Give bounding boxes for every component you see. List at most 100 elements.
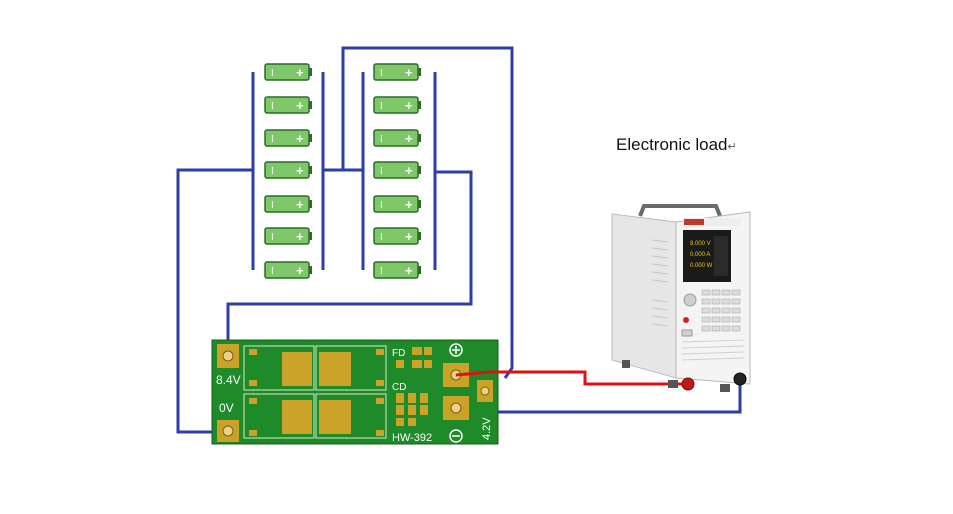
cell-cap (418, 200, 421, 208)
load-reading-v: 8.000 V (690, 241, 711, 247)
load-front-vents (681, 339, 745, 361)
battery-cell-left-5: I+ (264, 195, 312, 213)
electronic-load: 8.000 V 0.000 A 0.000 W (611, 204, 751, 392)
cell-plus-label: + (405, 163, 413, 178)
cell-cap (418, 134, 421, 142)
load-foot-2 (668, 380, 678, 388)
return-mark: ↵ (727, 141, 737, 153)
load-handle (638, 204, 722, 217)
cell-cap (309, 200, 312, 208)
load-power-button (681, 329, 693, 337)
label-4v2: 4.2V (481, 417, 493, 440)
minus-marker-icon (449, 429, 463, 443)
wire-to-0v (176, 168, 253, 434)
load-foot-1 (622, 360, 630, 368)
cell-minus-label: I (271, 68, 274, 79)
wire-to-load-negative (456, 382, 742, 414)
cell-minus-label: I (380, 134, 383, 145)
cell-minus-label: I (271, 200, 274, 211)
load-reading-w: 0.000 W (690, 263, 713, 269)
load-knob (683, 293, 697, 307)
cell-plus-label: + (296, 197, 304, 212)
wire-to-8v4 (226, 170, 473, 355)
board-model: HW-392 (392, 432, 432, 444)
cell-minus-label: I (380, 68, 383, 79)
mosfet-outline-3 (243, 393, 315, 439)
cell-minus-label: I (380, 232, 383, 243)
series-link-wire (323, 46, 514, 379)
cell-cap (309, 134, 312, 142)
battery-cell-right-5: I+ (373, 195, 421, 213)
battery-cell-left-1: I+ (264, 63, 312, 81)
load-terminal-negative (733, 372, 747, 386)
wire-to-load-positive (455, 370, 686, 386)
cell-plus-label: + (296, 263, 304, 278)
cell-cap (418, 266, 421, 274)
battery-cell-left-2: I+ (264, 96, 312, 114)
battery-cells: I+I+I+I+I+I+I+I+I+I+I+I+I+I+ (264, 63, 421, 279)
protection-board: 8.4V 0V FD CD HW-392 (211, 339, 499, 445)
cell-cap (309, 166, 312, 174)
cell-minus-label: I (271, 232, 274, 243)
plus-marker-icon (449, 343, 463, 357)
battery-cell-right-4: I+ (373, 161, 421, 179)
load-vents (651, 239, 669, 327)
label-fd: FD (392, 348, 405, 359)
cell-minus-label: I (380, 266, 383, 277)
blue-wires (176, 46, 742, 434)
cell-plus-label: + (405, 65, 413, 80)
battery-cell-left-6: I+ (264, 227, 312, 245)
cell-minus-label: I (380, 101, 383, 112)
label-cd: CD (392, 382, 406, 393)
load-screen-menu (714, 236, 728, 276)
cell-plus-label: + (296, 163, 304, 178)
battery-cell-left-7: I+ (264, 261, 312, 279)
electronic-load-title: Electronic load (616, 135, 728, 154)
mosfet-outline-2 (315, 345, 387, 391)
cell-plus-label: + (405, 98, 413, 113)
load-foot-3 (720, 384, 730, 392)
mosfet-outline-4 (315, 393, 387, 439)
battery-cell-right-2: I+ (373, 96, 421, 114)
cell-cap (309, 266, 312, 274)
terminal-negative-hole (450, 402, 462, 414)
hole-0v (222, 425, 234, 437)
cell-plus-label: + (296, 65, 304, 80)
small-pads (249, 347, 432, 436)
hole-4v2 (480, 386, 490, 396)
cell-cap (418, 166, 421, 174)
cell-minus-label: I (271, 134, 274, 145)
load-reading-a: 0.000 A (690, 252, 710, 258)
cell-plus-label: + (405, 197, 413, 212)
cell-minus-label: I (271, 101, 274, 112)
cell-cap (309, 68, 312, 76)
mosfet-pad-4 (319, 400, 351, 434)
battery-cell-left-4: I+ (264, 161, 312, 179)
cell-minus-label: I (271, 166, 274, 177)
label-0v: 0V (219, 401, 234, 415)
mosfet-pad-3 (282, 400, 312, 434)
cell-plus-label: + (405, 229, 413, 244)
hole-8v4 (222, 350, 234, 362)
load-side (611, 213, 677, 379)
cell-plus-label: + (405, 263, 413, 278)
cell-minus-label: I (380, 166, 383, 177)
load-brand-strip (683, 218, 741, 226)
cell-cap (418, 68, 421, 76)
load-keypad (701, 289, 741, 332)
battery-cell-right-7: I+ (373, 261, 421, 279)
cell-cap (418, 101, 421, 109)
electronic-load-label: Electronic load↵ (616, 135, 737, 155)
battery-cell-left-3: I+ (264, 129, 312, 147)
cell-plus-label: + (405, 131, 413, 146)
battery-cell-right-3: I+ (373, 129, 421, 147)
battery-cell-right-1: I+ (373, 63, 421, 81)
label-8v4: 8.4V (216, 373, 241, 387)
mosfet-pad-1 (282, 352, 312, 386)
load-brand-logo (684, 219, 704, 225)
cell-cap (418, 232, 421, 240)
battery-cell-right-6: I+ (373, 227, 421, 245)
cell-minus-label: I (380, 200, 383, 211)
